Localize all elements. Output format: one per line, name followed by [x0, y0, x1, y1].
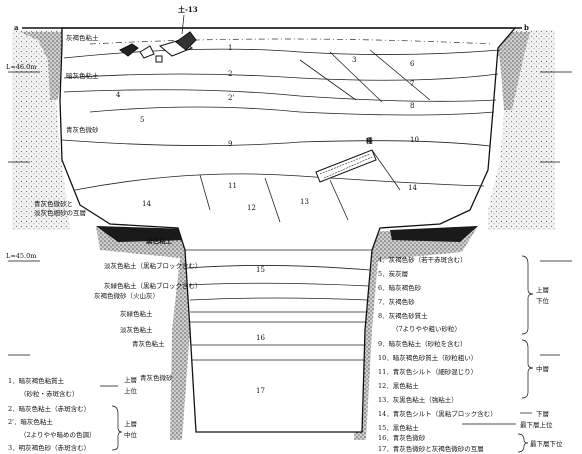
legend-item: 15．黒色粘土	[378, 423, 419, 432]
legend-bracket	[521, 339, 534, 399]
left-labels: 灰褐色粘土 暗灰色粘土 青灰色微砂 青灰色微砂と 淡灰色細砂の互層 黒色粘土 淡…	[34, 33, 202, 382]
legend-item: （2よりやや暗めの色調）	[20, 430, 96, 439]
feature-label: 土-13	[178, 5, 198, 14]
legend-item: 6．暗灰褐色砂	[378, 283, 422, 292]
legend-item: 9．暗灰色粘土（砂粒を含む）	[378, 339, 467, 348]
section-end-a: a	[14, 23, 19, 32]
stones	[119, 31, 197, 63]
layer-number: 9	[228, 140, 232, 148]
legend-item: 2．暗灰色粘土（赤斑含む）	[8, 404, 90, 413]
legend-item: 2'．暗灰色粘土	[8, 417, 53, 426]
legend-group: 最下層上位	[520, 420, 553, 429]
pit-outline	[59, 27, 517, 433]
left-label: 灰緑色粘土（黒粘ブロック含む）	[104, 281, 202, 290]
layer-number: 6	[410, 60, 415, 68]
legend-bracket	[111, 405, 123, 451]
legend-group: 中層	[536, 364, 549, 373]
legend-item: 4．灰褐色砂（若干赤斑含む）	[378, 255, 467, 264]
layer-number: 5	[140, 116, 144, 124]
legend-item: 10．暗灰褐色砂質土（砂粒粗い）	[378, 353, 477, 362]
legend-group: 上層	[124, 419, 137, 428]
legend-item: 5．炭灰層	[378, 269, 408, 278]
left-label: 青灰色微砂	[140, 373, 173, 382]
legend-item: （砂粒・赤斑含む）	[20, 389, 79, 398]
legend-group: 中位	[124, 430, 138, 439]
left-label: 青灰色微砂と	[34, 199, 73, 208]
layer-number: 14	[408, 184, 417, 192]
legend-item: 1．暗灰褐色粘質土	[8, 376, 65, 385]
left-label: 暗灰色粘土	[66, 71, 99, 80]
left-label: 淡灰色粘土（黒粘ブロック含む）	[104, 261, 202, 270]
legend-group: 下層	[536, 410, 549, 418]
legend-bracket	[517, 433, 529, 453]
layer-number: 14	[142, 200, 151, 208]
layer-number: 7	[410, 80, 414, 88]
legend-item: 3．明灰褐色砂（赤斑含む）	[8, 443, 90, 452]
layer-number: 13	[300, 198, 309, 206]
legend-group: 上位	[124, 386, 138, 395]
legend-group: 上層	[124, 375, 137, 384]
layer-number: 2	[228, 70, 232, 78]
level-label-45: L=45.0m	[6, 252, 36, 260]
layer-number: 16	[256, 334, 265, 342]
left-label: 灰褐色微砂（火山灰）	[94, 291, 159, 300]
layer-number: 8	[410, 102, 414, 110]
left-label: 灰緑色粘土	[120, 309, 153, 318]
upper-dashed-line	[89, 38, 493, 45]
left-label: 灰褐色粘土	[66, 33, 99, 42]
left-label: 青灰色微砂	[66, 125, 99, 134]
level-label-46: L=46.0m	[6, 63, 36, 71]
legend-left: 1．暗灰褐色粘質土 （砂粒・赤斑含む） 2．暗灰色粘土（赤斑含む） 2'．暗灰色…	[8, 375, 138, 452]
layer-number: 1	[228, 44, 232, 52]
left-label: 淡灰色細砂の互層	[34, 208, 86, 217]
legend-item: 13．灰黒色粘土（強粘土）	[378, 395, 458, 404]
level-ticks	[8, 71, 572, 356]
layer-number: 11	[228, 182, 237, 190]
legend-item: 11．青灰色シルト（細砂混じり）	[378, 367, 477, 376]
layer-number: 15	[256, 266, 265, 274]
legend-bracket	[521, 255, 534, 335]
legend-group: 最下層下位	[530, 439, 563, 448]
legend-item: （7よりやや粗い砂粒）	[392, 324, 461, 333]
legend-group: 下位	[536, 296, 550, 305]
layer-number: 12	[247, 204, 256, 212]
object-label: 種	[366, 136, 373, 145]
left-label: 青灰色粘土	[132, 339, 165, 348]
left-label: 黒色粘土	[146, 236, 173, 245]
legend-item: 14．青灰色シルト（黒粘ブロック含む）	[378, 409, 497, 418]
layer-number: 17	[256, 387, 265, 395]
layer-number: 10	[410, 136, 419, 144]
layer-numbers: 1 2 2' 3 4 5 6 7 8 9 10 11 12 13 14 14 1…	[116, 44, 419, 395]
legend-group: 上層	[536, 285, 549, 294]
legend-item: 8．灰褐色砂質土	[378, 311, 428, 320]
legend-item: 7．灰褐色砂	[378, 297, 415, 306]
layer-number: 2'	[228, 94, 234, 102]
legend-item: 16．青灰色微砂	[378, 433, 426, 442]
layer-number: 3	[352, 56, 356, 64]
left-label: 淡灰色粘土	[120, 325, 153, 334]
layer-number: 4	[116, 91, 121, 99]
section-end-b: b	[524, 23, 529, 32]
wooden-object	[315, 149, 377, 183]
legend-right: 4．灰褐色砂（若干赤斑含む） 5．炭灰層 6．暗灰褐色砂 7．灰褐色砂 8．灰褐…	[378, 255, 563, 453]
layer-boundaries	[61, 48, 501, 361]
feature-leader	[181, 14, 185, 35]
legend-item: 12．黒色粘土	[378, 381, 419, 390]
legend-item: 17．青灰色微砂と灰褐色微砂の互層	[378, 444, 484, 453]
